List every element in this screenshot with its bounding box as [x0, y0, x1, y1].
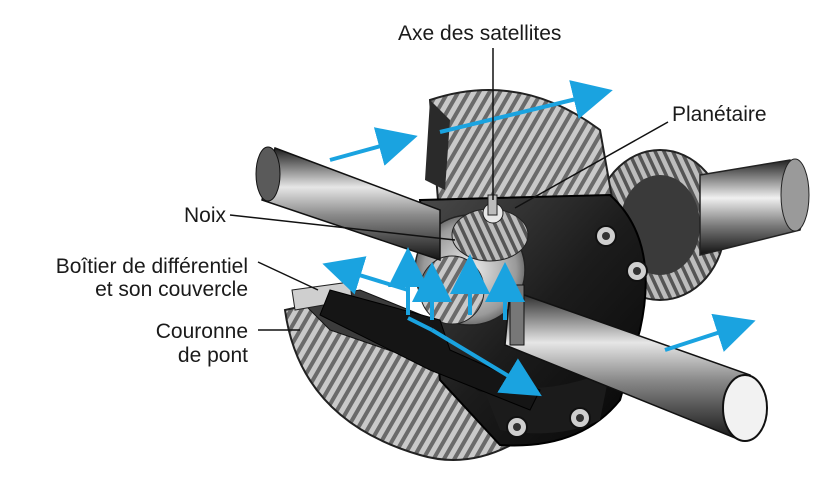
label-axe-des-satellites: Axe des satellites — [398, 22, 562, 45]
right-upper-shaft — [699, 158, 810, 256]
flow-arrow — [430, 328, 542, 397]
bolt — [506, 416, 528, 438]
leader-noix — [229, 214, 456, 241]
label-boitier-line1: Boîtier de différentiel — [55, 255, 248, 278]
label-couronne-line1: Couronne — [155, 320, 248, 343]
label-noix: Noix — [183, 204, 226, 227]
leader-lines — [229, 48, 669, 331]
flow-arrow — [664, 313, 756, 352]
leader-planetaire — [514, 121, 669, 209]
torque-flow-arrows — [322, 80, 756, 397]
leader-boitier — [257, 261, 319, 291]
bolt — [626, 260, 648, 282]
label-boitier-line2: et son couvercle — [95, 278, 248, 301]
bolt — [569, 407, 591, 429]
label-couronne-line2: de pont — [177, 344, 248, 367]
label-planetaire: Planétaire — [672, 103, 767, 126]
flow-arrow — [329, 127, 418, 166]
bolt — [595, 225, 617, 247]
flow-arrow — [407, 316, 433, 332]
lower-case-section — [319, 289, 541, 411]
flow-arrow — [439, 80, 613, 134]
left-axle-shaft — [255, 146, 441, 262]
